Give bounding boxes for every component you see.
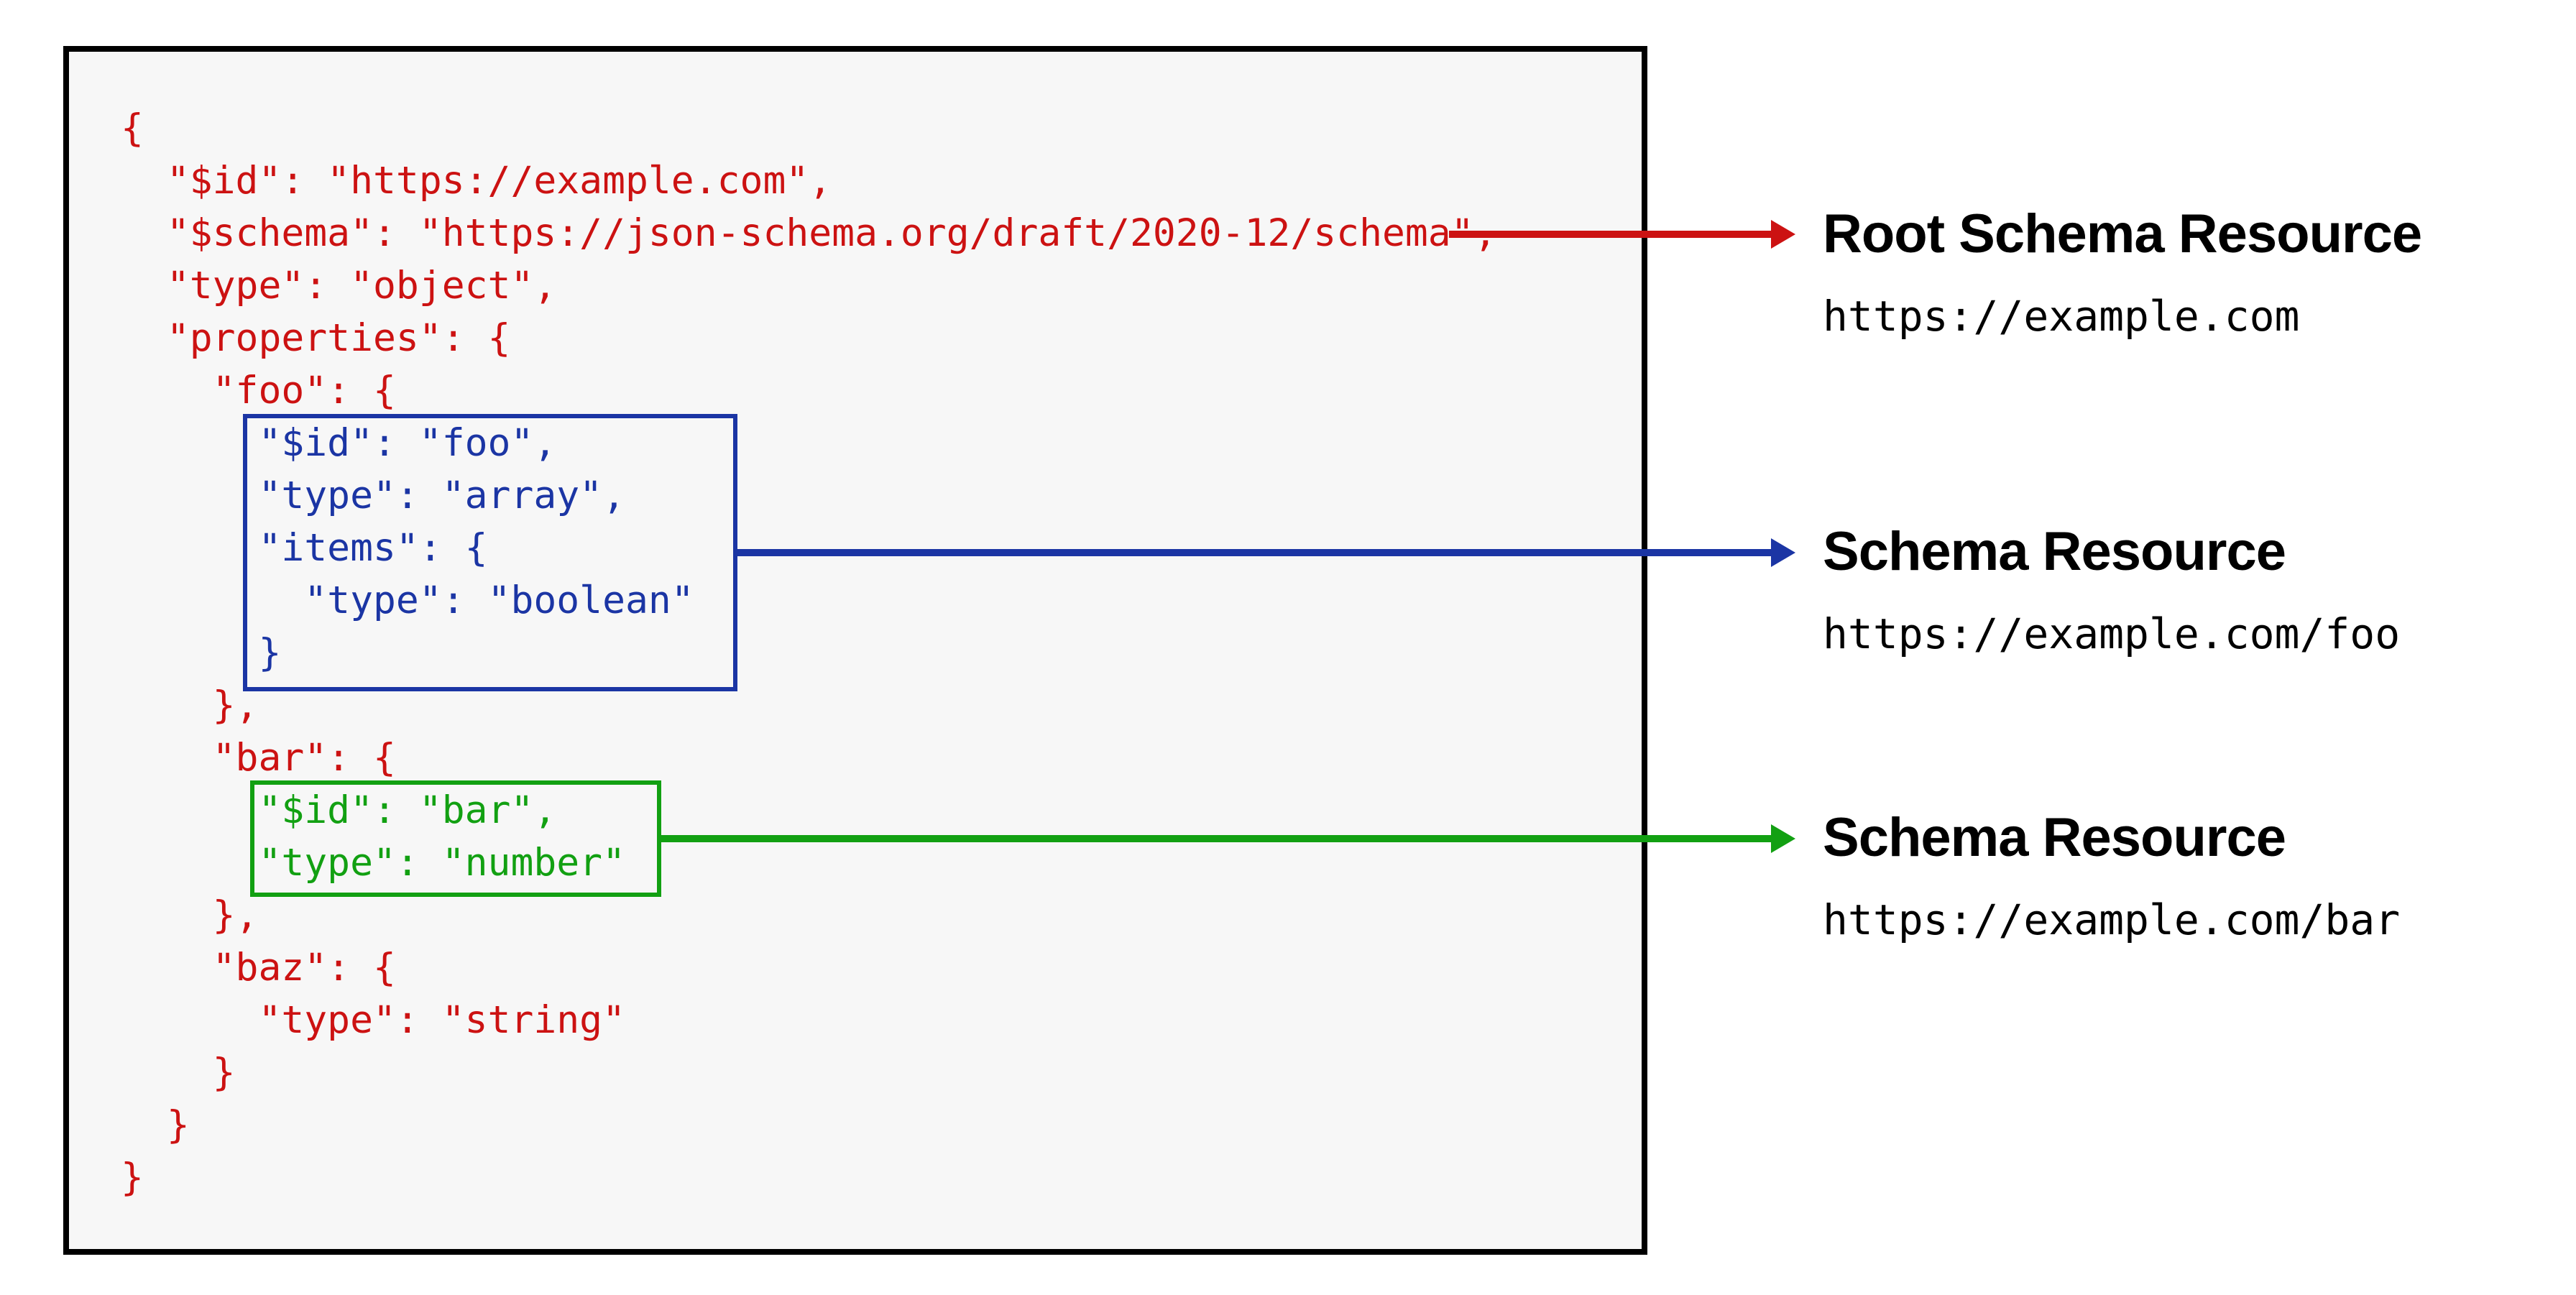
annotation-title: Root Schema Resource	[1823, 203, 2422, 264]
bar-schema-arrowhead-icon	[1771, 824, 1795, 853]
annotation-title: Schema Resource	[1823, 807, 2286, 868]
foo-schema-arrowhead-icon	[1771, 538, 1795, 567]
bar-schema-arrow	[657, 835, 1771, 842]
code-line: "$id": "https://example.com",	[121, 159, 832, 203]
bar-schema-resource-box	[250, 780, 661, 897]
code-line: "$id": "foo",	[121, 421, 557, 465]
code-line: "type": "boolean"	[121, 579, 694, 622]
code-line: "type": "string"	[121, 998, 625, 1042]
foo-schema-resource-box	[243, 414, 737, 691]
annotation-uri: https://example.com/bar	[1823, 895, 2401, 944]
code-line: "foo": {	[121, 369, 396, 413]
code-line: "items": {	[121, 526, 488, 570]
code-line: "type": "number"	[121, 841, 625, 885]
annotation-uri: https://example.com	[1823, 292, 2300, 341]
code-line: "type": "array",	[121, 474, 625, 517]
code-line: },	[121, 893, 259, 937]
code-line: "baz": {	[121, 946, 396, 990]
code-line: "properties": {	[121, 316, 511, 360]
code-line: "type": "object",	[121, 264, 557, 308]
code-line: }	[121, 631, 282, 675]
annotation-foo-schema: Schema Resource https://example.com/foo	[1823, 517, 2400, 663]
code-line: }	[121, 1103, 190, 1147]
annotation-bar-schema: Schema Resource https://example.com/bar	[1823, 803, 2400, 949]
code-line: "$schema": "https://json-schema.org/draf…	[121, 211, 1497, 255]
code-line: "$id": "bar",	[121, 788, 557, 832]
root-schema-arrowhead-icon	[1771, 220, 1795, 249]
annotation-title: Schema Resource	[1823, 521, 2286, 582]
schema-document-panel	[63, 46, 1647, 1255]
annotation-uri: https://example.com/foo	[1823, 609, 2401, 658]
code-line: {	[121, 106, 144, 150]
code-line: "bar": {	[121, 736, 396, 780]
code-line: }	[121, 1051, 236, 1094]
foo-schema-arrow	[733, 549, 1771, 556]
code-line: }	[121, 1156, 144, 1199]
root-schema-arrow	[1449, 231, 1771, 238]
json-code-block: { "$id": "https://example.com", "$schema…	[121, 102, 1497, 1204]
annotation-root-schema: Root Schema Resource https://example.com	[1823, 200, 2422, 345]
